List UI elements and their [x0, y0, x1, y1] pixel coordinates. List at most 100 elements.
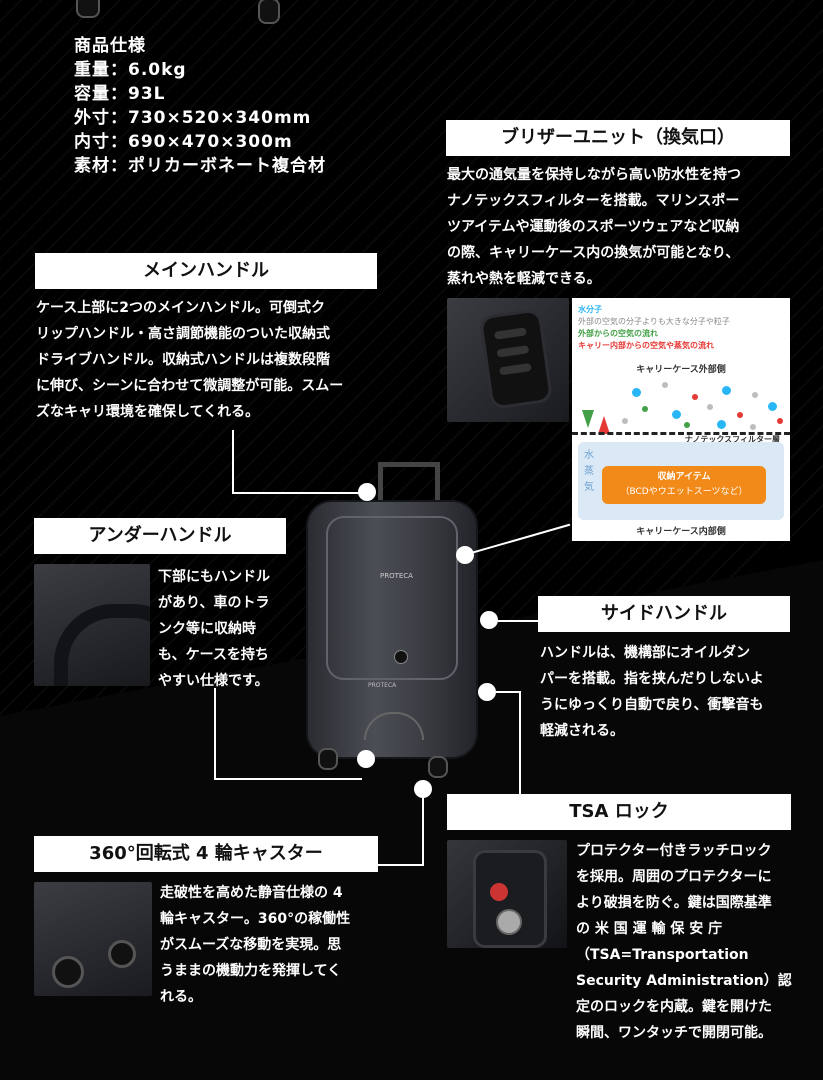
caster-wheel	[318, 748, 338, 770]
tsa-lock-description: プロテクター付きラッチロック を採用。周囲のプロテクターに より破損を防ぐ。鍵は…	[576, 838, 794, 1046]
keyhole-icon	[496, 909, 522, 935]
under-handle-line: も、ケースを持ち	[158, 647, 269, 663]
caster-line: 輪キャスター。360°の稼働性	[160, 911, 351, 927]
molecule-dot	[737, 412, 743, 418]
filter-layer-line	[572, 432, 790, 435]
legend-water: 水分子	[578, 305, 602, 314]
storage-item-box: 収納アイテム （BCDやウエットスーツなど）	[602, 466, 766, 504]
suitcase-image: PROTECA PROTECA	[306, 500, 478, 759]
main-handle-title: メインハンドル	[35, 253, 377, 289]
caster-line: れる。	[160, 989, 202, 1005]
hotspot-dot	[414, 780, 432, 798]
molecule-dot	[632, 388, 641, 397]
connector-line	[232, 430, 234, 494]
tsa-lock-title: TSA ロック	[447, 794, 791, 830]
case-brand-label: PROTECA	[380, 572, 413, 580]
connector-line	[378, 864, 424, 866]
vapor-label: 水 蒸 気	[582, 448, 596, 496]
wheel-icon	[108, 940, 136, 968]
vent-photo	[447, 298, 569, 422]
vapor-char: 水	[584, 450, 594, 461]
main-handle-line: ズなキャリ環境を確保してくれる。	[36, 404, 260, 420]
tsa-line: を採用。周囲のプロテクターに	[576, 869, 772, 885]
case-plate-label: PROTECA	[368, 682, 397, 689]
caster-description: 走破性を高めた静音仕様の 4 輪キャスター。360°の稼働性 がスムーズな移動を…	[160, 880, 375, 1010]
vapor-char: 蒸	[584, 466, 594, 477]
vent-grille-icon	[478, 308, 554, 410]
spec-outer-size: 外寸：730×520×340mm	[74, 108, 312, 128]
wheel-icon	[52, 956, 84, 988]
molecule-dot	[692, 394, 698, 400]
top-wheel-right	[258, 0, 280, 24]
diagram-outside-label: キャリーケース外部側	[636, 365, 726, 375]
spec-material: 素材：ポリカーボネート複合材	[74, 156, 326, 176]
under-handle-line: やすい仕様です。	[158, 673, 269, 689]
caster-title: 360°回転式 4 輪キャスター	[34, 836, 378, 872]
storage-item-title: 収納アイテム	[657, 472, 711, 482]
connector-line	[214, 688, 216, 780]
breather-line: 最大の通気量を保持しながら高い防水性を持つ	[447, 167, 741, 183]
molecule-dot	[752, 392, 758, 398]
connector-line	[232, 492, 368, 494]
breather-line: の際、キャリーケース内の換気が可能となり、	[447, 245, 740, 261]
molecule-dot	[707, 404, 713, 410]
spec-heading: 商品仕様	[74, 36, 146, 56]
side-handle-title: サイドハンドル	[538, 596, 790, 632]
under-handle-shape	[364, 712, 424, 740]
hotspot-dot	[358, 483, 376, 501]
caster-line: 走破性を高めた静音仕様の 4	[160, 885, 343, 901]
side-handle-line: ハンドルは、機構部にオイルダン	[540, 645, 750, 661]
vapor-char: 気	[584, 482, 594, 493]
legend-inside-flow: キャリー内部からの空気や蒸気の流れ	[578, 341, 714, 350]
molecule-dot	[642, 406, 648, 412]
hotspot-dot	[456, 546, 474, 564]
telescopic-handle	[378, 462, 440, 507]
connector-line	[214, 778, 362, 780]
molecule-dot	[722, 386, 731, 395]
hotspot-dot	[357, 750, 375, 768]
under-handle-line: があり、車のトラ	[158, 595, 270, 611]
lock-icon	[394, 650, 408, 664]
breather-title: ブリザーユニット（換気口）	[446, 120, 790, 156]
caster-photo	[34, 882, 152, 996]
connector-line	[519, 691, 521, 795]
tsa-line: より破損を防ぐ。鍵は国際基準	[576, 895, 772, 911]
hotspot-dot	[480, 611, 498, 629]
tsa-lock-photo	[447, 840, 567, 948]
main-handle-line: ケース上部に2つのメインハンドル。可倒式ク	[36, 300, 326, 316]
filter-diagram: 水分子 外部の空気の分子よりも大きな分子や粒子 外部からの空気の流れ キャリー内…	[572, 298, 790, 541]
under-handle-photo	[34, 564, 150, 686]
breather-line: ツアイテムや運動後のスポーツウェアなど収納	[447, 219, 740, 235]
main-handle-line: リップハンドル・高さ調節機能のついた収納式	[36, 326, 330, 342]
spec-block: 商品仕様 重量：6.0kg 容量：93L 外寸：730×520×340mm 内寸…	[74, 34, 326, 178]
molecule-dot	[717, 420, 726, 429]
main-handle-line: ドライブハンドル。収納式ハンドルは複数段階	[36, 352, 330, 368]
under-handle-title: アンダーハンドル	[34, 518, 286, 554]
caster-line: がスムーズな移動を実現。思	[160, 937, 342, 953]
legend-outside-flow: 外部からの空気の流れ	[578, 329, 658, 338]
up-arrow-icon	[598, 416, 610, 434]
diagram-inside-label: キャリーケース内部側	[636, 527, 726, 537]
side-handle-line: うにゆっくり自動で戻り、衝撃音も	[540, 697, 764, 713]
lock-body	[473, 850, 547, 948]
main-handle-description: ケース上部に2つのメインハンドル。可倒式ク リップハンドル・高さ調節機能のついた…	[36, 295, 381, 425]
side-handle-line: パーを搭載。指を挟んだりしないよ	[540, 671, 764, 687]
breather-line: 蒸れや熱を軽減できる。	[447, 271, 601, 287]
connector-line	[496, 691, 520, 693]
molecule-dot	[750, 424, 756, 430]
side-handle-description: ハンドルは、機構部にオイルダン パーを搭載。指を挟んだりしないよ うにゆっくり自…	[540, 640, 802, 744]
caster-line: うままの機動力を発揮してく	[160, 963, 342, 979]
spec-capacity: 容量：93L	[74, 84, 166, 104]
under-handle-icon	[54, 604, 150, 686]
under-handle-description: 下部にもハンドル があり、車のトラ ンク等に収納時 も、ケースを持ち やすい仕様…	[158, 564, 288, 694]
tsa-mark-icon	[490, 883, 508, 901]
tsa-line: 定のロックを内蔵。鍵を開けた	[576, 999, 772, 1015]
down-arrow-icon	[582, 410, 594, 428]
molecule-dot	[662, 382, 668, 388]
case-rib	[326, 516, 458, 680]
connector-line	[422, 796, 424, 866]
under-handle-line: ンク等に収納時	[158, 621, 256, 637]
tsa-line: （TSA=Transportation	[576, 947, 749, 963]
storage-item-sub: （BCDやウエットスーツなど）	[620, 487, 748, 497]
caster-wheel	[428, 756, 448, 778]
